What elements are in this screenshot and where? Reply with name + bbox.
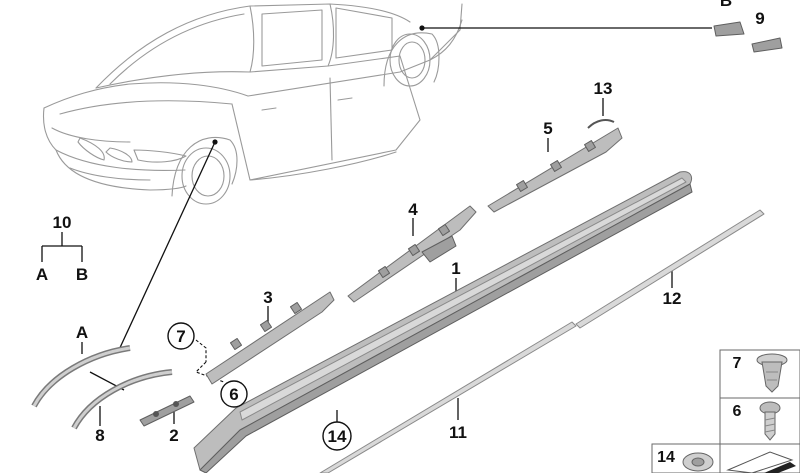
callout-7-circled: 7 bbox=[167, 322, 195, 350]
leader-lines bbox=[41, 25, 712, 426]
clip-part-13 bbox=[587, 119, 615, 129]
arch-strip-part-8 bbox=[31, 345, 173, 430]
legend-label-14: 14 bbox=[657, 449, 675, 466]
callout-tree-B: B bbox=[76, 265, 88, 284]
callout-14: 14 bbox=[328, 427, 347, 446]
legend-label-7: 7 bbox=[733, 355, 742, 372]
pad-parts-9-B bbox=[713, 21, 783, 53]
callout-13: 13 bbox=[594, 79, 613, 98]
callout-5: 5 bbox=[543, 119, 552, 138]
clip-14-drawing bbox=[682, 451, 796, 473]
callout-1: 1 bbox=[451, 259, 460, 278]
callout-14-circled: 14 bbox=[322, 421, 352, 451]
callout-12: 12 bbox=[663, 289, 682, 308]
callout-A-arc: A bbox=[76, 323, 88, 342]
bracket-part-4 bbox=[347, 205, 477, 303]
legend-label-6: 6 bbox=[733, 403, 742, 420]
screw-6-drawing bbox=[759, 401, 781, 441]
callout-10: 10 bbox=[53, 213, 72, 232]
callout-6: 6 bbox=[229, 385, 238, 404]
callout-B-top: B bbox=[720, 0, 732, 10]
callout-6-circled: 6 bbox=[220, 380, 248, 408]
callout-4: 4 bbox=[408, 200, 418, 219]
callout-3: 3 bbox=[263, 288, 272, 307]
callout-9: 9 bbox=[755, 9, 764, 28]
callout-8: 8 bbox=[95, 426, 104, 445]
trim-strip-part-11 bbox=[319, 321, 577, 473]
side-sill-part-1 bbox=[193, 171, 693, 473]
bracket-part-5 bbox=[487, 127, 623, 213]
callout-tree-A: A bbox=[36, 265, 48, 284]
car-outline bbox=[42, 3, 463, 205]
callout-11: 11 bbox=[449, 423, 467, 442]
callout-7: 7 bbox=[176, 327, 185, 346]
fastener-legend: 7 6 14 bbox=[651, 349, 800, 473]
trim-strip-part-12 bbox=[575, 209, 765, 329]
push-clip-7-drawing bbox=[756, 353, 788, 393]
bracket-part-3 bbox=[205, 291, 335, 385]
clip-strip-part-2 bbox=[139, 395, 195, 427]
callout-2: 2 bbox=[169, 426, 178, 445]
